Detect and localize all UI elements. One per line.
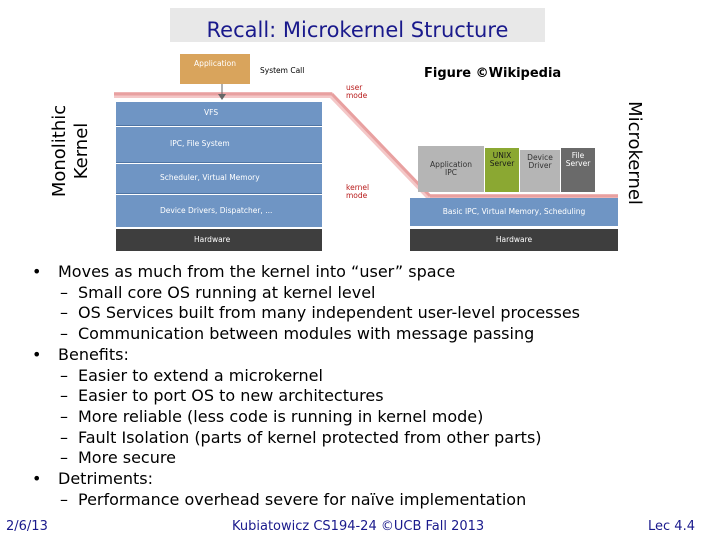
unix-server-line2: Server xyxy=(489,159,515,169)
file-server-box: File Server xyxy=(561,148,595,192)
bullet-item: Benefits: xyxy=(28,345,708,366)
user-mode-label: user mode xyxy=(346,83,368,101)
footer-date: 2/6/13 xyxy=(6,519,48,534)
bullet-item: Detriments: xyxy=(28,469,708,490)
sub-bullet-item: –More secure xyxy=(60,448,176,468)
footer-course: Kubiatowicz CS194-24 ©UCB Fall 2013 xyxy=(232,519,485,534)
device-drivers-label: Device Drivers, Dispatcher, ... xyxy=(160,205,273,215)
hardware-left-label: Hardware xyxy=(194,234,231,244)
device-driver-line1: Device xyxy=(527,153,553,162)
diagram-background xyxy=(114,80,618,198)
monolithic-label-line2: Kernel xyxy=(71,122,92,180)
sub-bullet-text: Easier to port OS to new architectures xyxy=(78,386,384,406)
sub-bullet-item: –More reliable (less code is running in … xyxy=(60,406,484,426)
sub-bullet-item: –Communication between modules with mess… xyxy=(60,324,535,344)
device-driver-line2: Driver xyxy=(528,161,552,171)
device-drivers-box: Device Drivers, Dispatcher, ... xyxy=(116,195,322,227)
sub-bullet-text: Easier to extend a microkernel xyxy=(78,365,323,385)
ipc-fs-label: IPC, File System xyxy=(170,139,230,149)
system-call-arrowhead xyxy=(218,94,226,100)
sub-bullet-item: –Performance overhead severe for naïve i… xyxy=(60,489,527,509)
user-mode-line1: user xyxy=(346,83,363,92)
sub-bullet-item: –OS Services built from many independent… xyxy=(60,303,581,323)
application-box: Application xyxy=(180,54,250,84)
hardware-right-label: Hardware xyxy=(495,234,533,244)
app-ipc-line1: Application xyxy=(430,159,472,169)
vfs-label: VFS xyxy=(204,108,219,118)
kernel-mode-line1: kernel xyxy=(346,183,370,192)
app-ipc-line2: IPC xyxy=(445,168,457,177)
sub-bullet-text: Communication between modules with messa… xyxy=(78,324,535,344)
sub-bullet-item: –Small core OS running at kernel level xyxy=(60,282,376,302)
kernel-mode-line2: mode xyxy=(346,191,368,201)
hardware-left-box: Hardware xyxy=(116,229,322,251)
sub-bullet-text: More secure xyxy=(78,448,176,468)
monolithic-label-line1: Monolithic xyxy=(49,104,70,198)
sub-bullet-item: –Easier to extend a microkernel xyxy=(60,365,323,385)
figure-caption: Figure ©Wikipedia xyxy=(424,66,562,81)
system-call-label: System Call xyxy=(260,66,305,75)
unix-server-box: UNIX Server xyxy=(485,148,519,192)
slide-title: Recall: Microkernel Structure xyxy=(206,18,509,42)
bullet-list: Moves as much from the kernel into “user… xyxy=(28,262,708,510)
device-driver-box: Device Driver xyxy=(520,150,560,192)
sub-bullet-item: –Fault Isolation (parts of kernel protec… xyxy=(60,427,542,447)
application-label: Application xyxy=(194,59,236,68)
user-mode-line2: mode xyxy=(346,91,368,101)
title-banner: Recall: Microkernel Structure xyxy=(170,8,545,42)
scheduler-box: Scheduler, Virtual Memory xyxy=(116,164,322,194)
unix-server-line1: UNIX xyxy=(492,151,512,160)
scheduler-label: Scheduler, Virtual Memory xyxy=(160,173,260,183)
footer-page-number: Lec 4.4 xyxy=(648,519,695,534)
mode-boundary-slope xyxy=(330,92,432,198)
file-server-line2: Server xyxy=(565,159,591,169)
monolithic-kernel-label: Monolithic Kernel xyxy=(49,95,95,207)
sub-bullet-text: More reliable (less code is running in k… xyxy=(78,406,484,426)
basic-ipc-label: Basic IPC, Virtual Memory, Scheduling xyxy=(442,206,586,216)
file-server-line1: File xyxy=(571,151,585,160)
sub-bullet-text: Performance overhead severe for naïve im… xyxy=(78,489,527,509)
sub-bullet-item: –Easier to port OS to new architectures xyxy=(60,386,384,406)
hardware-right-box: Hardware xyxy=(410,229,618,251)
sub-bullet-text: OS Services built from many independent … xyxy=(78,303,581,323)
basic-ipc-box: Basic IPC, Virtual Memory, Scheduling xyxy=(410,198,618,226)
ipc-fs-box: IPC, File System xyxy=(116,127,322,163)
sub-bullet-text: Small core OS running at kernel level xyxy=(78,282,376,302)
app-ipc-box: Application IPC xyxy=(418,146,484,192)
vfs-box: VFS xyxy=(116,102,322,126)
bullet-item: Moves as much from the kernel into “user… xyxy=(28,262,708,283)
kernel-mode-label: kernel mode xyxy=(346,183,370,201)
sub-bullet-text: Fault Isolation (parts of kernel protect… xyxy=(78,427,542,447)
kernel-diagram: Application System Call user mode kernel… xyxy=(100,54,632,254)
